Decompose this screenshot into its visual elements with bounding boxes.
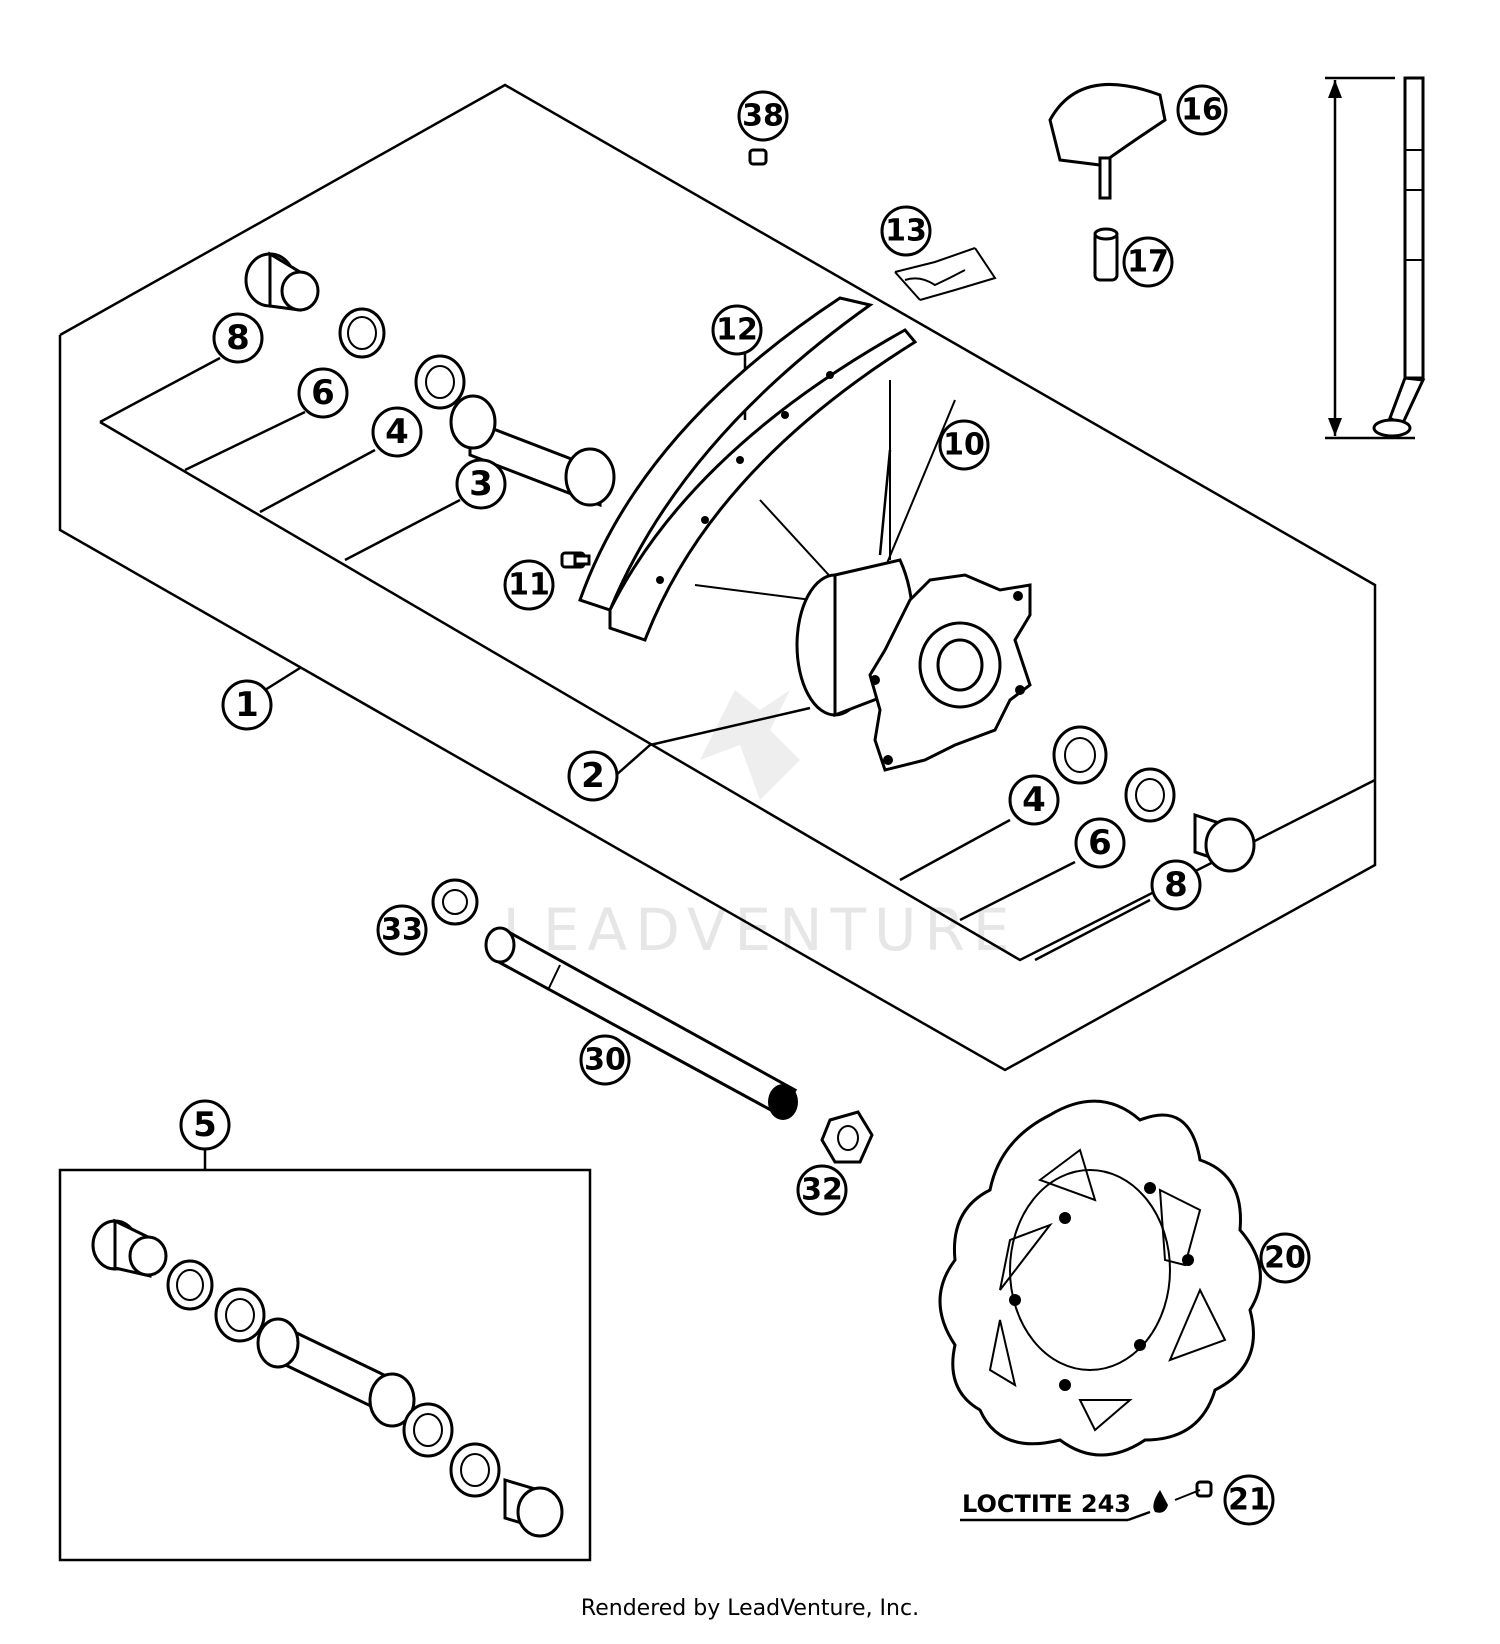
svg-text:2: 2 [581,756,605,796]
callout-8-left: 8 [212,312,264,364]
svg-text:33: 33 [381,913,423,948]
svg-text:32: 32 [801,1173,843,1208]
callout-6-left: 6 [297,367,349,419]
svg-text:4: 4 [385,412,409,452]
svg-text:20: 20 [1264,1241,1306,1276]
part-38-shape [748,148,768,166]
svg-text:4: 4 [1022,780,1046,820]
callout-38: 38 [737,90,789,142]
part-4-right-shape [1052,725,1108,785]
part-21-shape [1153,1480,1213,1513]
part-11-shape [560,551,591,569]
callout-1: 1 [221,679,273,731]
callout-4-left: 4 [371,406,423,458]
callout-16: 16 [1176,84,1228,136]
part-30-axle-shape [484,926,798,1120]
part-13-shape [894,247,997,301]
callout-4-right: 4 [1008,774,1060,826]
part-6-right-shape [1124,767,1176,823]
part-20-brake-disc-shape [938,1099,1262,1457]
loctite-note-text: LOCTITE 243 [962,1490,1131,1518]
watermark-logo-icon [700,690,800,800]
callout-10: 10 [938,419,990,471]
loctite-drop-icon [1153,1490,1168,1513]
svg-text:10: 10 [943,428,985,463]
callout-12: 12 [711,304,763,356]
part-32-shape [820,1110,874,1164]
svg-text:38: 38 [742,99,784,134]
callouts: 1 2 3 4 4 5 6 6 [179,84,1311,1526]
callout-33: 33 [376,904,428,956]
callout-2: 2 [567,750,619,802]
svg-text:8: 8 [1164,865,1188,905]
svg-text:30: 30 [584,1043,626,1078]
svg-text:12: 12 [716,313,758,348]
part-33-shape [431,878,479,926]
callout-6-right: 6 [1074,817,1126,869]
part-16-shape [1048,82,1167,200]
callout-32: 32 [796,1164,848,1216]
svg-text:13: 13 [885,214,927,249]
part-3-shape [449,394,616,508]
svg-text:6: 6 [311,373,335,413]
svg-text:3: 3 [469,464,493,504]
watermark: LEADVENTURE [503,690,1018,964]
watermark-text: LEADVENTURE [503,896,1018,964]
callout-13: 13 [880,205,932,257]
callout-3: 3 [455,458,507,510]
footer-credit: Rendered by LeadVenture, Inc. [580,1596,920,1621]
part-12-rim-shape [578,296,918,642]
callout-8-right: 8 [1150,859,1202,911]
callout-30: 30 [579,1034,631,1086]
wheel-assembly-frame [58,83,1377,1072]
svg-text:17: 17 [1127,245,1169,280]
part-8-left-shape [244,251,320,312]
part-4-left-shape [414,354,466,410]
svg-text:8: 8 [226,318,250,358]
part-6-left-shape [338,307,386,359]
part-17-shape [1093,227,1119,282]
callout-20: 20 [1259,1232,1311,1284]
callout-11: 11 [503,559,555,611]
spoke-length-gauge [1325,76,1426,440]
callout-21: 21 [1223,1474,1275,1526]
left-parts-stack [244,251,616,508]
part-2-hub-shape [795,558,1032,772]
svg-text:6: 6 [1088,823,1112,863]
kit-5-box [58,1168,592,1562]
kit-5-parts [91,1218,564,1538]
svg-text:5: 5 [193,1105,217,1145]
svg-text:11: 11 [508,568,550,603]
svg-text:16: 16 [1181,93,1223,128]
callout-5: 5 [179,1099,231,1151]
svg-text:21: 21 [1228,1483,1270,1518]
part-8-right-shape [1193,812,1256,873]
callout-17: 17 [1122,236,1174,288]
loctite-note: LOCTITE 243 [960,1490,1151,1522]
right-parts-stack [1052,725,1256,873]
svg-text:1: 1 [235,685,259,725]
